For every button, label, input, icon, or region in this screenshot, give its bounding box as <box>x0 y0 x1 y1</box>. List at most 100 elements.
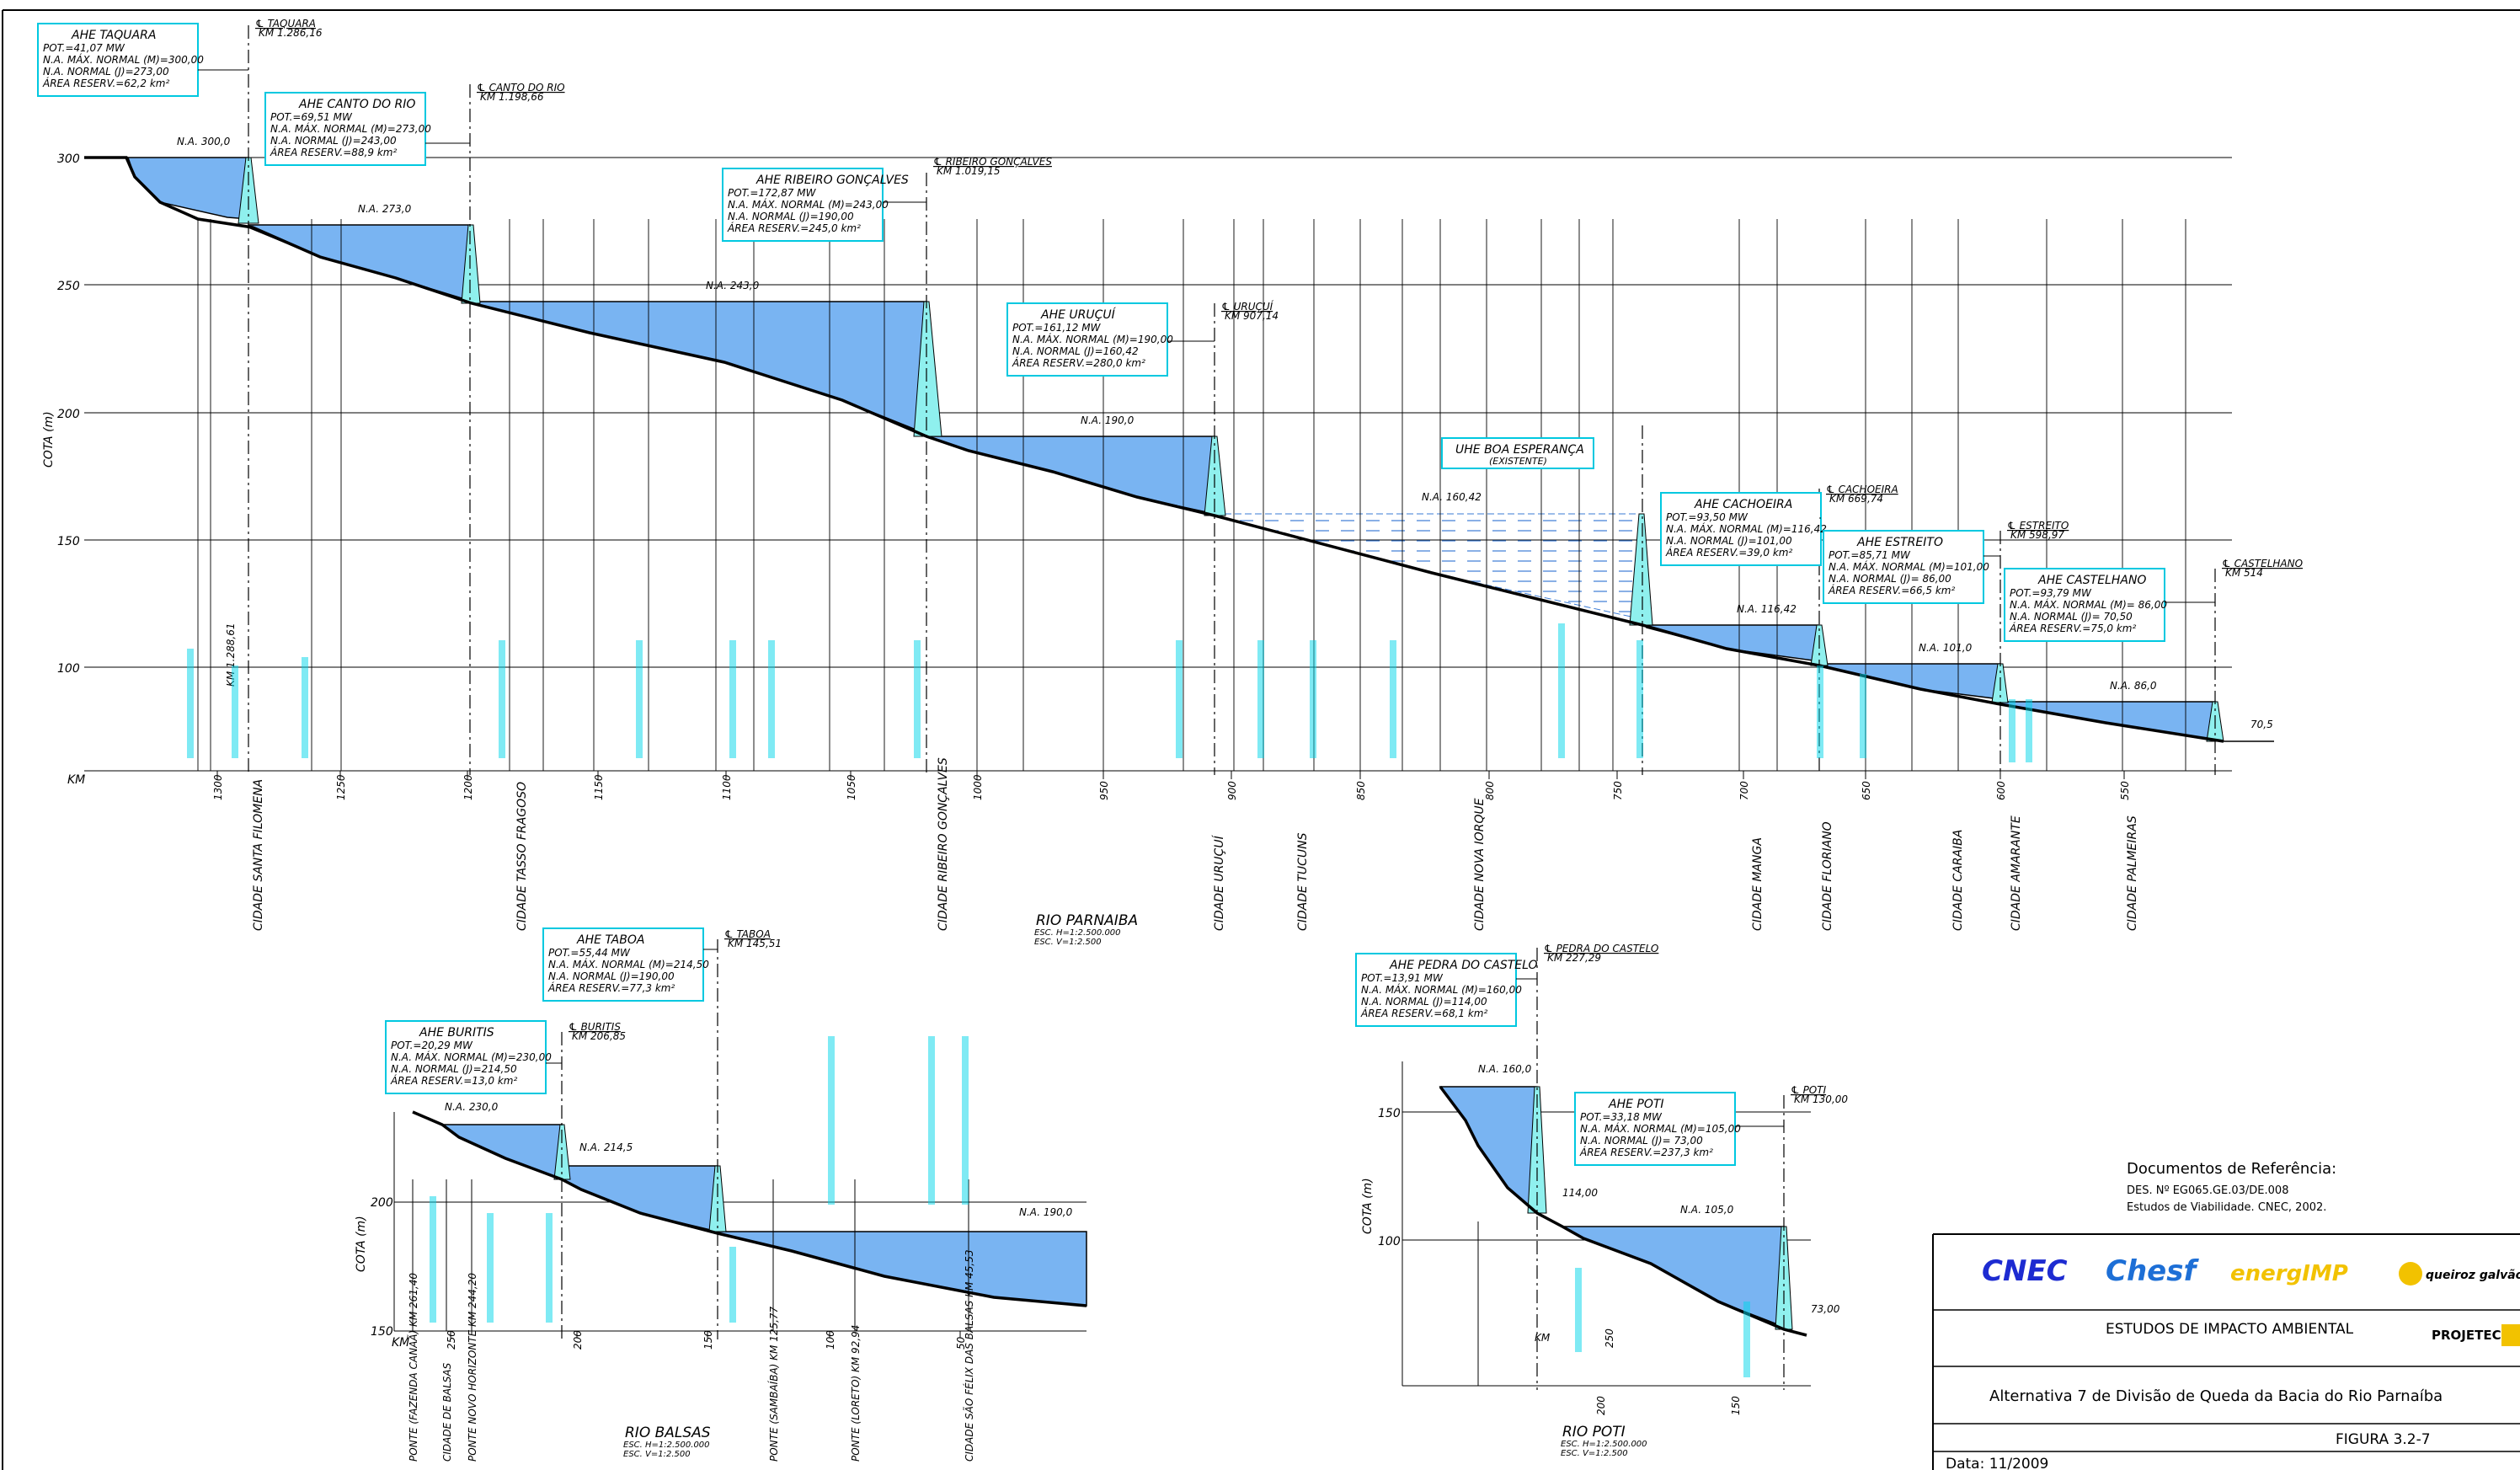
balsas-place-label: PONTE NOVO HORIZONTE KM 244,20 <box>467 1273 478 1462</box>
km-tick-label: 850 <box>1355 781 1367 800</box>
study-name: ESTUDOS DE IMPACTO AMBIENTAL <box>2106 1321 2354 1338</box>
balsas-place-label: CIDADE DE BALSAS <box>441 1362 453 1462</box>
dam-ribeiro-goncalves <box>913 301 942 437</box>
city-label: CIDADE PALMEIRAS <box>2126 815 2139 931</box>
km-tick-label: 950 <box>1098 781 1110 800</box>
info-box <box>2004 568 2165 642</box>
dam-km: KM 227,29 <box>1547 952 1601 964</box>
poti-wl-105: N.A. 105,0 <box>1680 1204 1734 1216</box>
dam-nam: N.A. MÁX. NORMAL (M)=230,00 <box>391 1050 552 1063</box>
dam-axis-name: ℄ URUÇUÍ <box>1221 300 1274 313</box>
reservoir-estreito <box>1818 663 2001 700</box>
dam-axis-name: ℄ BURITIS <box>569 1021 621 1033</box>
balsas-place-label: PONTE (LORETO) KM 92,94 <box>850 1325 862 1462</box>
dam-pot: POT.=13,91 MW <box>1361 972 1444 984</box>
km-tick-label: 650 <box>1861 781 1872 800</box>
balsas-wl-190: N.A. 190,0 <box>1019 1206 1073 1218</box>
y-axis-label: COTA (m) <box>42 411 56 468</box>
balsas-riverbed <box>412 1110 1087 1307</box>
km-tick-label: 1150 <box>593 774 605 800</box>
dam-name: AHE RIBEIRO GONÇALVES <box>755 174 909 187</box>
ytick-300: 300 <box>57 152 80 166</box>
dam-area: ÁREA RESERV.=62,2 km² <box>42 77 169 89</box>
dam-axis-name: ℄ CASTELHANO <box>2222 558 2303 569</box>
ytick-250: 250 <box>57 280 80 293</box>
tributary-labels <box>187 623 2032 762</box>
poti-profile: 150 100 KM COTA (m) N.A. 160,0 114,00 N.… <box>1361 948 1840 1458</box>
reservoir-boa-esperanca <box>1214 513 1643 620</box>
dam-pot: POT.=172,87 MW <box>728 187 817 199</box>
balsas-km-tick: 250 <box>446 1330 457 1350</box>
dam-nam: N.A. MÁX. NORMAL (M)=243,00 <box>728 198 889 211</box>
dam-pot: POT.=41,07 MW <box>43 42 125 54</box>
boa-esperanca-note: (EXISTENTE) <box>1489 456 1547 467</box>
info-box <box>37 23 199 97</box>
scale-v-poti: ESC. V=1:2.500 <box>1561 1449 1628 1458</box>
dam-axis-name: ℄ ESTREITO <box>2007 520 2069 532</box>
dam-axis-name: ℄ TABOA <box>724 928 771 940</box>
dam-axis-name: ℄ POTI <box>1791 1084 1827 1096</box>
dam-axis-name: ℄ PEDRA DO CASTELO <box>1544 943 1658 954</box>
dam-axis-name: ℄ CANTO DO RIO <box>477 82 565 94</box>
info-box <box>542 927 704 1002</box>
wl-300: N.A. 300,0 <box>177 136 231 147</box>
info-box <box>1823 530 1984 604</box>
dam-nam: N.A. MÁX. NORMAL (M)=214,50 <box>548 958 709 970</box>
poti-axis-label: COTA (m) <box>1361 1178 1375 1234</box>
balsas-places: PONTE (FAZENDA CANAÃ) KM 261,40 CIDADE DE… <box>407 1179 975 1462</box>
drawing-title: Alternativa 7 de Divisão de Queda da Bac… <box>1989 1387 2443 1405</box>
info-box <box>722 168 884 242</box>
info-box <box>264 92 426 166</box>
dam-nam: N.A. MÁX. NORMAL (M)=273,00 <box>270 122 431 135</box>
wl-116: N.A. 116,42 <box>1737 603 1797 615</box>
dam-area: ÁREA RESERV.=66,5 km² <box>1828 584 1955 596</box>
balsas-ytick-200: 200 <box>371 1196 393 1210</box>
dam-nam: N.A. MÁX. NORMAL (M)=116,42 <box>1666 522 1827 535</box>
dam-nan: N.A. NORMAL (J)= 73,00 <box>1580 1135 1703 1147</box>
dam-area: ÁREA RESERV.=39,0 km² <box>1665 546 1792 559</box>
dam-area: ÁREA RESERV.=245,0 km² <box>727 222 861 234</box>
dam-name: AHE CANTO DO RIO <box>298 98 415 111</box>
dam-taboa <box>708 1165 727 1232</box>
city-label: CIDADE URUÇUÍ <box>1212 834 1226 931</box>
dam-nan: N.A. NORMAL (J)=214,50 <box>391 1063 517 1075</box>
city-label: CIDADE MANGA <box>1751 837 1765 931</box>
city-label: CIDADE TUCUNS <box>1296 832 1310 931</box>
dam-nam: N.A. MÁX. NORMAL (M)=105,00 <box>1580 1122 1741 1135</box>
dam-name: AHE PEDRA DO CASTELO <box>1389 959 1538 972</box>
km-tick-label: 750 <box>1612 781 1624 800</box>
dam-km: KM 669,74 <box>1829 493 1883 505</box>
km-tick-label: 1200 <box>462 774 474 800</box>
dam-area: ÁREA RESERV.=68,1 km² <box>1360 1007 1487 1019</box>
references-line2: Estudos de Viabilidade. CNEC, 2002. <box>2127 1201 2326 1214</box>
poti-ytick-100: 100 <box>1378 1235 1401 1248</box>
wl-190: N.A. 190,0 <box>1081 414 1135 426</box>
balsas-place-label: PONTE (FAZENDA CANAÃ) KM 261,40 <box>407 1273 419 1462</box>
dam-km: KM 1.198,66 <box>480 91 544 103</box>
dam-km: KM 514 <box>2225 567 2263 579</box>
wl-86: N.A. 86,0 <box>2110 680 2157 692</box>
city-label: CIDADE FLORIANO <box>1821 821 1834 931</box>
dam-km: KM 130,00 <box>1794 1093 1848 1105</box>
figure-number: FIGURA 3.2-7 <box>2336 1431 2431 1448</box>
reservoir-cachoeira <box>1646 624 1820 662</box>
dam-km: KM 206,85 <box>572 1030 626 1042</box>
city-label: CIDADE NOVA IORQUE <box>1473 798 1487 931</box>
projetec-icon <box>2501 1324 2520 1346</box>
dam-km: KM 145,51 <box>728 938 782 949</box>
dam-nam: N.A. MÁX. NORMAL (M)=101,00 <box>1829 560 1989 573</box>
dam-pot: POT.=161,12 MW <box>1012 322 1102 334</box>
poti-ytick-150: 150 <box>1378 1107 1401 1120</box>
poti-wl-160: N.A. 160,0 <box>1478 1063 1532 1075</box>
poti-km-tick: 250 <box>1604 1328 1615 1348</box>
dam-nam: N.A. MÁX. NORMAL (M)=160,00 <box>1361 983 1522 996</box>
dam-axis-name: ℄ RIBEIRO GONÇALVES <box>933 156 1052 168</box>
dam-area: ÁREA RESERV.=280,0 km² <box>1012 356 1145 369</box>
dam-pot: POT.=93,50 MW <box>1666 511 1749 523</box>
